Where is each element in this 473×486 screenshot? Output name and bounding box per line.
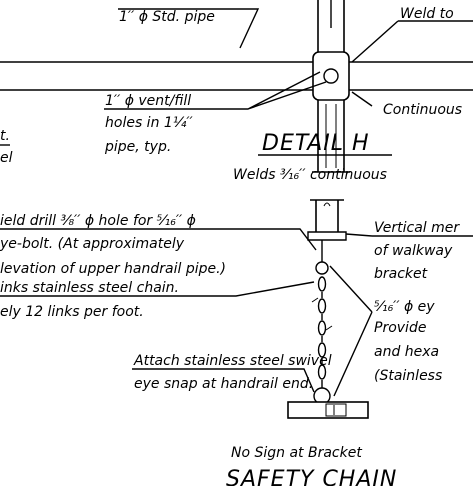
vertical-member	[315, 200, 339, 232]
label-chain-line2: ely 12 links per foot.	[0, 304, 144, 320]
leader-std-pipe	[118, 8, 260, 49]
handrail-end-pipe	[287, 401, 369, 419]
weld-mark	[323, 202, 331, 207]
label-eyebolt-line1: ⁵⁄₁₆′′ ϕ ey	[374, 299, 435, 315]
label-eyebolt-line2: Provide	[374, 320, 426, 336]
label-vertical-line2: of walkway	[374, 243, 453, 259]
pipe-inner-lines	[325, 104, 337, 168]
cross-coupling	[312, 51, 350, 101]
detail-h-title: DETAIL H	[262, 131, 370, 156]
chain-link	[317, 320, 327, 336]
label-drill-line2: ye-bolt. (At approximately	[0, 236, 185, 252]
safety-chain-title: SAFETY CHAIN	[226, 467, 397, 486]
left-fragment-2: el	[0, 150, 13, 166]
label-continuous: Continuous	[383, 102, 462, 118]
eye-bolt-eye	[315, 261, 329, 275]
vent-hole	[323, 68, 339, 84]
label-eyebolt-line4: (Stainless	[374, 368, 442, 384]
chain-link	[317, 364, 327, 380]
horizontal-pipe	[0, 61, 473, 91]
leader-chain	[0, 281, 315, 297]
label-swivel-line2: eye snap at handrail end.	[134, 376, 313, 392]
leader-eye-bolt	[329, 265, 373, 397]
leader-vent-holes	[104, 71, 327, 110]
label-eyebolt-line3: and hexa	[374, 344, 439, 360]
chain-link	[317, 276, 327, 292]
handrail-end-cap	[325, 403, 347, 417]
label-vent-line1: 1′′ ϕ vent/fill	[105, 93, 191, 109]
bracket	[307, 231, 347, 241]
leader-weld-to	[351, 20, 473, 63]
chain-link	[317, 298, 327, 314]
label-std-pipe: 1′′ ϕ Std. pipe	[119, 9, 215, 25]
detail-h-subtitle: Welds ³⁄₁₆′′ continuous	[233, 167, 387, 183]
leader-vertical-member	[345, 233, 473, 237]
leader-continuous	[351, 91, 373, 107]
label-vent-line3: pipe, typ.	[104, 139, 171, 155]
label-no-sign: No Sign at Bracket	[231, 445, 362, 461]
label-drill-line3: levation of upper handrail pipe.)	[0, 261, 226, 277]
leader-swivel	[132, 368, 315, 393]
chain-link	[317, 342, 327, 358]
vertical-pipe-upper	[317, 0, 345, 58]
label-vent-line2: holes in 1¹⁄₄′′	[105, 115, 194, 131]
label-chain-line1: inks stainless steel chain.	[0, 280, 179, 296]
left-fragment-1: t.	[0, 128, 10, 144]
label-weld-to: Weld to	[400, 6, 454, 22]
label-vertical-line1: Vertical mer	[374, 220, 460, 236]
label-swivel-line1: Attach stainless steel swivel	[133, 353, 332, 369]
detail-h-figure	[0, 0, 473, 173]
safety-chain-figure	[0, 199, 473, 419]
label-drill-line1: ield drill ³⁄₈′′ ϕ hole for ⁵⁄₁₆′′ ϕ	[0, 213, 196, 229]
label-vertical-line3: bracket	[374, 266, 428, 282]
vertical-pipe-lower	[317, 100, 345, 172]
leader-field-drill	[0, 228, 317, 251]
break-mark	[311, 297, 333, 331]
